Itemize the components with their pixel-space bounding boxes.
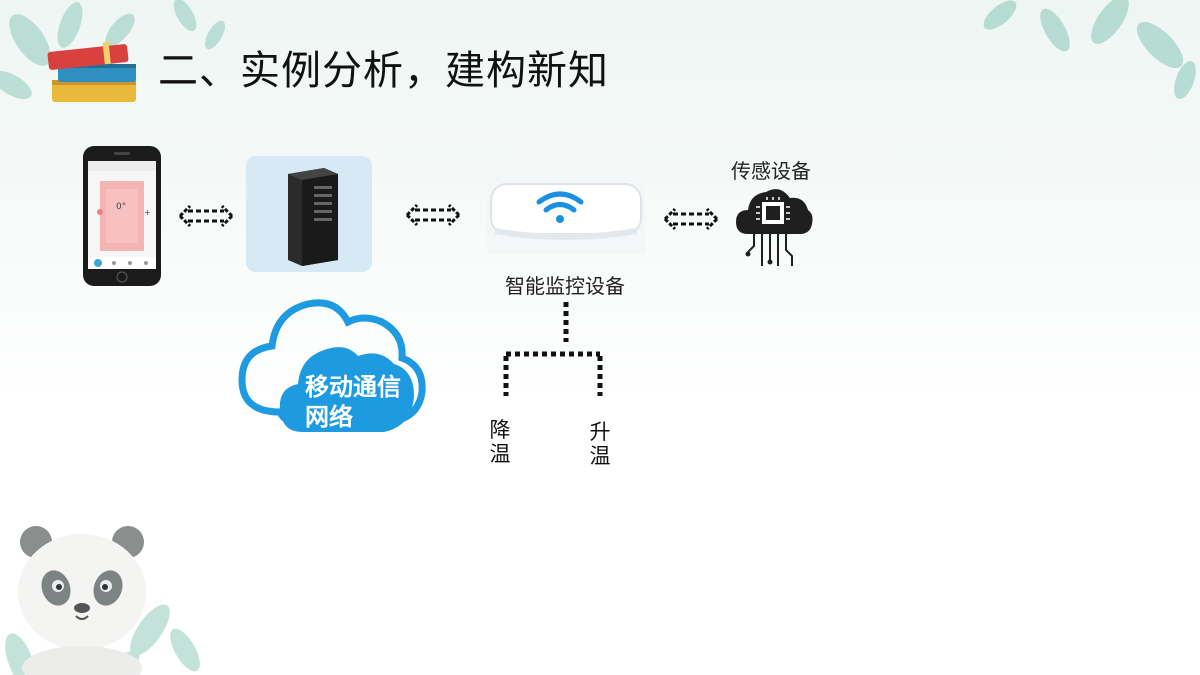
- bidirectional-arrow-icon: [405, 203, 461, 227]
- heat-up-label: 升温: [589, 420, 611, 468]
- book-stack-icon: [47, 41, 136, 102]
- monitor-device-label: 智能监控设备: [505, 274, 625, 298]
- sensor-device-label: 传感设备: [731, 159, 811, 183]
- wifi-icon: [536, 191, 584, 213]
- air-conditioner-icon: [487, 172, 645, 254]
- branch-connector: [503, 302, 603, 396]
- cloud-chip-icon: [736, 189, 813, 266]
- slide-title: 二、实例分析，建构新知: [158, 48, 609, 94]
- bidirectional-arrow-icon: [663, 207, 719, 231]
- panda-decoration: [5, 526, 200, 675]
- cloud-label-line2: 网络: [305, 403, 353, 431]
- leaf-decoration-top-right: [983, 0, 1196, 100]
- cloud-label: 移动通信 网络: [305, 372, 401, 432]
- smartphone-icon: +: [83, 146, 161, 286]
- cloud-label-line1: 移动通信: [305, 373, 401, 401]
- server-icon: [246, 156, 372, 272]
- phone-screen-value: 0°: [116, 202, 127, 212]
- cool-down-label: 降温: [489, 418, 511, 466]
- bidirectional-arrow-icon: [178, 204, 234, 228]
- leaf-decoration-top-left: [0, 0, 226, 99]
- mobile-network-cloud-icon: [238, 299, 426, 432]
- svg-text:+: +: [144, 208, 151, 217]
